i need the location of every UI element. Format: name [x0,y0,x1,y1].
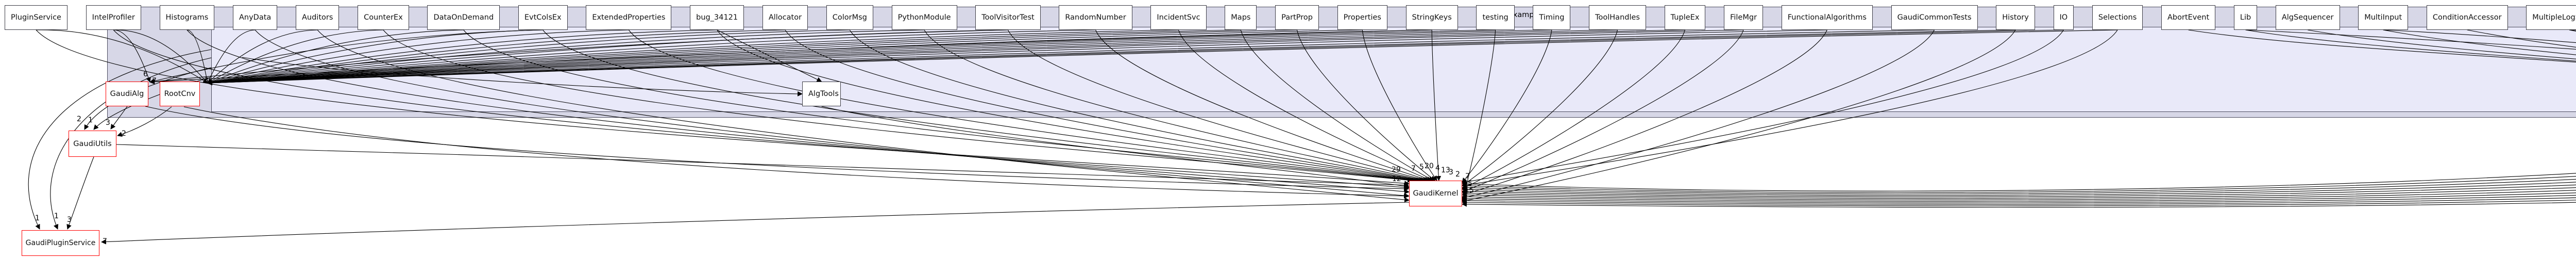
directory-node[interactable]: Selections [2092,5,2143,30]
directory-node[interactable]: AnyData [232,5,278,30]
directory-node[interactable]: Lib [2233,5,2258,30]
edge-count-label: 7 [1465,172,1470,181]
edge-count-label: 1 [54,212,59,220]
edge-count-label: 20 [1425,162,1434,170]
edge-count-label: 3 [1449,168,1453,176]
directory-node-gaudipluginservice[interactable]: GaudiPluginService [22,230,99,256]
directory-node[interactable]: FileMgr [1724,5,1764,30]
directory-node[interactable]: PluginService [5,5,67,30]
directory-node[interactable]: Histograms [159,5,215,30]
directory-node[interactable]: StringKeys [1405,5,1458,30]
directory-node[interactable]: Properties [1337,5,1387,30]
edge-count-label: 7 [152,77,157,85]
edge-count-label: 2 [122,130,126,138]
directory-node[interactable]: CounterEx [358,5,409,30]
directory-node-gaudiutils[interactable]: GaudiUtils [69,131,116,157]
edge-count-label: 3 [204,76,209,85]
directory-node[interactable]: testing [1476,5,1515,30]
directory-node[interactable]: ToolVisitorTest [975,5,1041,30]
edge-count-label: 2 [1455,170,1460,179]
directory-node[interactable]: AlgSequencer [2275,5,2340,30]
edge-count-label: 1 [88,116,93,124]
directory-node[interactable]: Auditors [295,5,340,30]
cluster-src[interactable]: src [211,27,2576,112]
directory-node-gaudikernel[interactable]: GaudiKernel [1409,181,1462,206]
edge-count-label: 3 [106,119,110,127]
directory-node[interactable]: PartProp [1275,5,1319,30]
edge-count-label: 7 [103,237,107,246]
directory-node[interactable]: RandomNumber [1059,5,1132,30]
directory-node[interactable]: FunctionalAlgorithms [1781,5,1873,30]
directory-node[interactable]: ToolHandles [1589,5,1646,30]
directory-node-algtools[interactable]: AlgTools [802,82,841,106]
directory-node[interactable]: GaudiCommonTests [1891,5,1978,30]
directory-node[interactable]: EvtColsEx [518,5,568,30]
edge-count-label: 12 [1392,175,1401,183]
directory-node[interactable]: MultipleLogStreams [2526,5,2576,30]
directory-node[interactable]: MultiInput [2358,5,2409,30]
edge-count-label: 5 [1419,163,1424,171]
edge-count-label: 2 [77,115,81,123]
directory-node[interactable]: IntelProfiler [86,5,141,30]
directory-node-rootcnv[interactable]: RootCnv [160,82,200,106]
src-directory-row: PluginService IntelProfiler Histograms AnyD… [5,5,2576,30]
directory-node[interactable]: PythonModule [891,5,957,30]
edge-count-label: 29 [1392,166,1401,174]
directory-node[interactable]: History [1996,5,2035,30]
edge-count-label: 6 [143,70,148,78]
directory-node[interactable]: IO [2053,5,2074,30]
edge-count-label: 13 [1441,166,1450,174]
edge-count-label: 4 [1435,164,1440,172]
edge-count-label: 1 [35,214,40,222]
directory-node[interactable]: ConditionAccessor [2426,5,2508,30]
directory-node[interactable]: TupleEx [1664,5,1706,30]
directory-node[interactable]: IncidentSvc [1150,5,1207,30]
directory-node[interactable]: Maps [1225,5,1257,30]
edge-count-label: 15 [1465,186,1474,195]
edge-count-label: 3 [67,216,72,224]
directory-node[interactable]: Timing [1533,5,1571,30]
directory-node[interactable]: Allocator [762,5,808,30]
edge-count-label: 7 [1411,165,1416,173]
directory-node[interactable]: ColorMsg [826,5,873,30]
directory-node[interactable]: AbortEvent [2161,5,2216,30]
directory-node[interactable]: DataOnDemand [427,5,500,30]
directory-node-gaudialg[interactable]: GaudiAlg [106,82,148,106]
directory-node[interactable]: ExtendedProperties [586,5,672,30]
directory-node[interactable]: bug_34121 [690,5,744,30]
